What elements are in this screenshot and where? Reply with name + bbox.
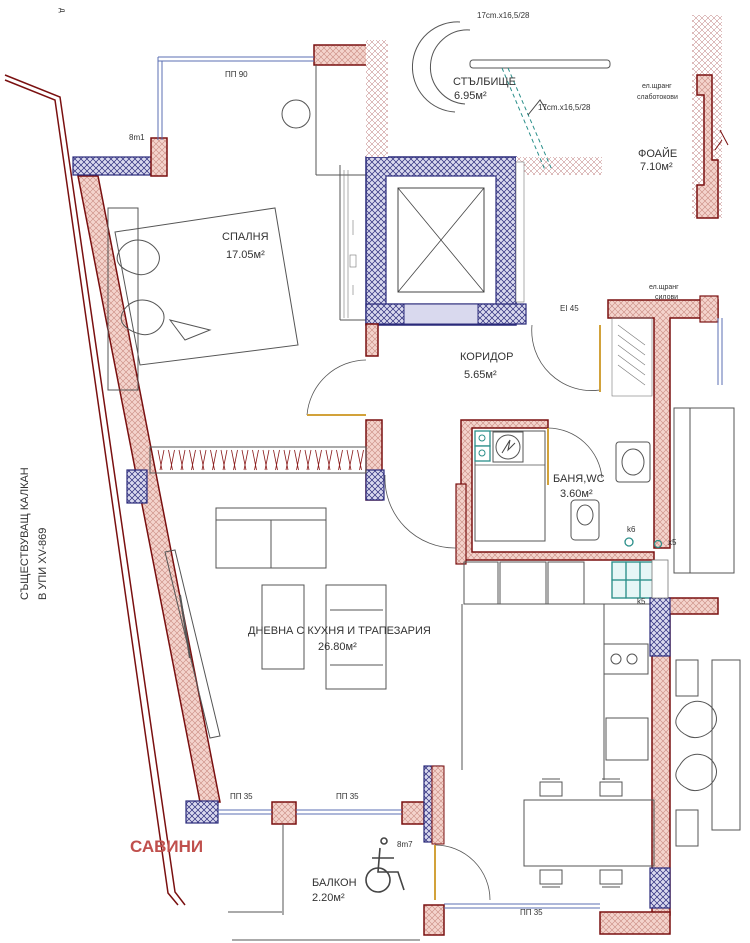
hanger — [178, 449, 186, 471]
hanger — [241, 449, 249, 471]
note-x5: x5 — [668, 538, 677, 547]
pier-south-2 — [401, 801, 425, 825]
hanger — [357, 449, 364, 471]
bathroom-area: 3.60м² — [560, 488, 593, 500]
hanger — [304, 449, 312, 471]
hanger — [273, 449, 280, 471]
corner-mark: д — [58, 8, 67, 13]
hanger — [336, 449, 343, 471]
hanger — [315, 449, 322, 471]
east-wall-upper — [607, 299, 719, 549]
bedroom-area: 17.05м² — [226, 249, 265, 261]
window-east-upper — [717, 318, 723, 385]
stairs-area: 6.95м² — [454, 90, 487, 102]
shower-tray — [474, 430, 546, 542]
elevator-cabin — [397, 187, 485, 293]
note-bm1: 8m1 — [129, 133, 145, 142]
wardrobe-strip — [343, 170, 357, 318]
pier-north-right — [313, 44, 369, 66]
foyer-walls — [692, 15, 729, 219]
note-pp35-bottom: ПП 35 — [520, 908, 543, 917]
living-furniture — [164, 507, 387, 739]
window-pp90 — [157, 56, 314, 140]
wardrobe-hangers — [157, 449, 364, 471]
note-pp35-left: ПП 35 — [230, 792, 253, 801]
pier-south-3 — [423, 904, 445, 936]
bathroom-name: БАНЯ,WC — [553, 473, 605, 485]
hanger — [231, 449, 238, 471]
el-power-2: силови — [655, 294, 678, 301]
hanger — [346, 449, 354, 471]
bed — [107, 207, 299, 391]
pier-south-1 — [271, 801, 297, 825]
east-strip — [699, 295, 719, 323]
party-wall-line2: В УПИ XV-869 — [37, 528, 49, 600]
hanger — [252, 449, 259, 471]
bedroom-name: СПАЛНЯ — [222, 231, 269, 243]
corridor-wardrobe — [611, 317, 653, 397]
kitchen — [461, 561, 654, 780]
foyer-name: ФОАЙЕ — [638, 147, 677, 160]
party-wall-line1: СЪЩЕСТВУВАЩ КАЛКАН — [19, 467, 31, 600]
hanger — [262, 449, 270, 471]
balcony-name: БАЛКОН — [312, 877, 357, 889]
column-east-bottom — [649, 867, 671, 909]
foyer-area: 7.10м² — [640, 161, 673, 173]
hanger — [157, 449, 165, 471]
partition-lines — [315, 65, 367, 356]
west-wall — [77, 175, 221, 803]
note-pp90: ПП 90 — [225, 70, 248, 79]
stairs-name: СТЪЛБИЩЕ — [453, 76, 516, 88]
el-weak-2: слаботокови — [637, 93, 678, 101]
terrace-furniture — [673, 407, 741, 847]
column-west-mid — [126, 469, 148, 504]
hanger — [325, 449, 333, 471]
column-west-bottom — [185, 800, 219, 824]
windows-south — [218, 809, 600, 909]
round-table — [281, 99, 311, 129]
corridor-name: КОРИДОР — [460, 351, 513, 363]
note-pp35-mid: ПП 35 — [336, 792, 359, 801]
living-area: 26.80м² — [318, 641, 357, 653]
brand-logo-text: САВИНИ — [130, 837, 203, 856]
bedroom-wardrobe — [149, 446, 367, 474]
hanger — [220, 449, 228, 471]
hanger — [283, 449, 291, 471]
el-power-1: ел.щранг — [649, 284, 679, 291]
note-bm7: 8m7 — [397, 840, 413, 849]
balcony-lines — [228, 824, 420, 941]
el-weak-1: ел.щранг — [642, 83, 672, 90]
wheelchair-icon — [365, 837, 405, 893]
party-wall-lines — [4, 74, 186, 906]
doors — [306, 324, 603, 901]
stair-size-top: 17cm.x16,5/28 — [477, 11, 530, 20]
corridor-area: 5.65м² — [464, 369, 497, 381]
stair-outline — [412, 21, 611, 171]
hanger — [294, 449, 301, 471]
note-k6: k6 — [627, 525, 636, 534]
hanger — [199, 449, 207, 471]
note-k5: k5 — [637, 597, 646, 606]
bathroom-walls — [460, 419, 655, 561]
hanger — [189, 449, 196, 471]
pier-north-left — [150, 137, 168, 177]
dining-set — [523, 778, 655, 888]
living-name: ДНЕВНА С КУХНЯ И ТРАПЕЗАРИЯ — [248, 625, 431, 637]
stair-size-mid: 17cm.x16,5/28 — [538, 103, 591, 112]
note-ei45: EI 45 — [560, 304, 579, 313]
wall-under-elevator — [365, 323, 379, 357]
hanger — [168, 449, 175, 471]
balcony-area: 2.20м² — [312, 892, 345, 904]
column-east — [649, 597, 671, 657]
hanger — [210, 449, 217, 471]
